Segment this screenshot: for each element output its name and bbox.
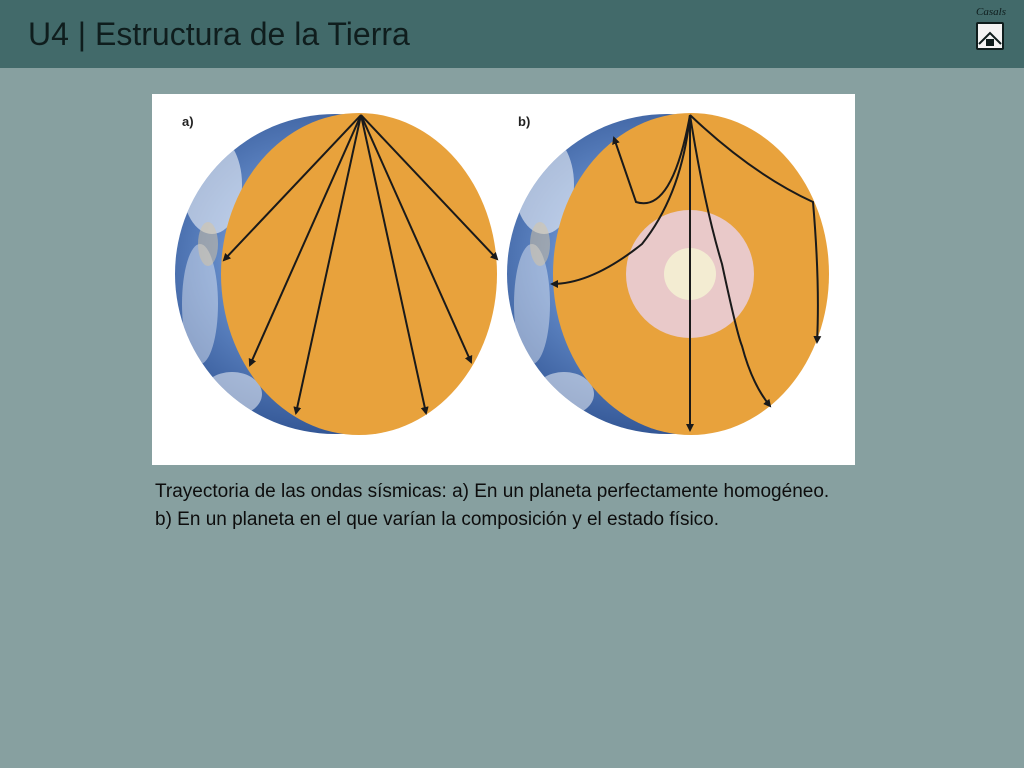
casals-logo: Casals bbox=[968, 6, 1014, 56]
seismic-diagram bbox=[175, 113, 829, 435]
seismic-waves-figure: a) b) bbox=[152, 94, 855, 465]
panel-b-wave-paths bbox=[550, 114, 822, 432]
panel-b-label: b) bbox=[518, 114, 531, 129]
figure-caption: Trayectoria de las ondas sísmicas: a) En… bbox=[155, 481, 830, 530]
panel-a-wave-paths bbox=[222, 114, 499, 415]
slide-header: U4 | Estructura de la Tierra Casals bbox=[0, 0, 1024, 68]
panel-a-label: a) bbox=[182, 114, 194, 129]
panel-b-globe bbox=[507, 113, 829, 435]
slide-title: U4 | Estructura de la Tierra bbox=[28, 16, 410, 52]
logo-house-icon bbox=[976, 22, 1004, 50]
panel-a-cross-section bbox=[221, 113, 497, 435]
panel-a-globe bbox=[175, 113, 499, 435]
logo-text: Casals bbox=[976, 6, 1006, 18]
